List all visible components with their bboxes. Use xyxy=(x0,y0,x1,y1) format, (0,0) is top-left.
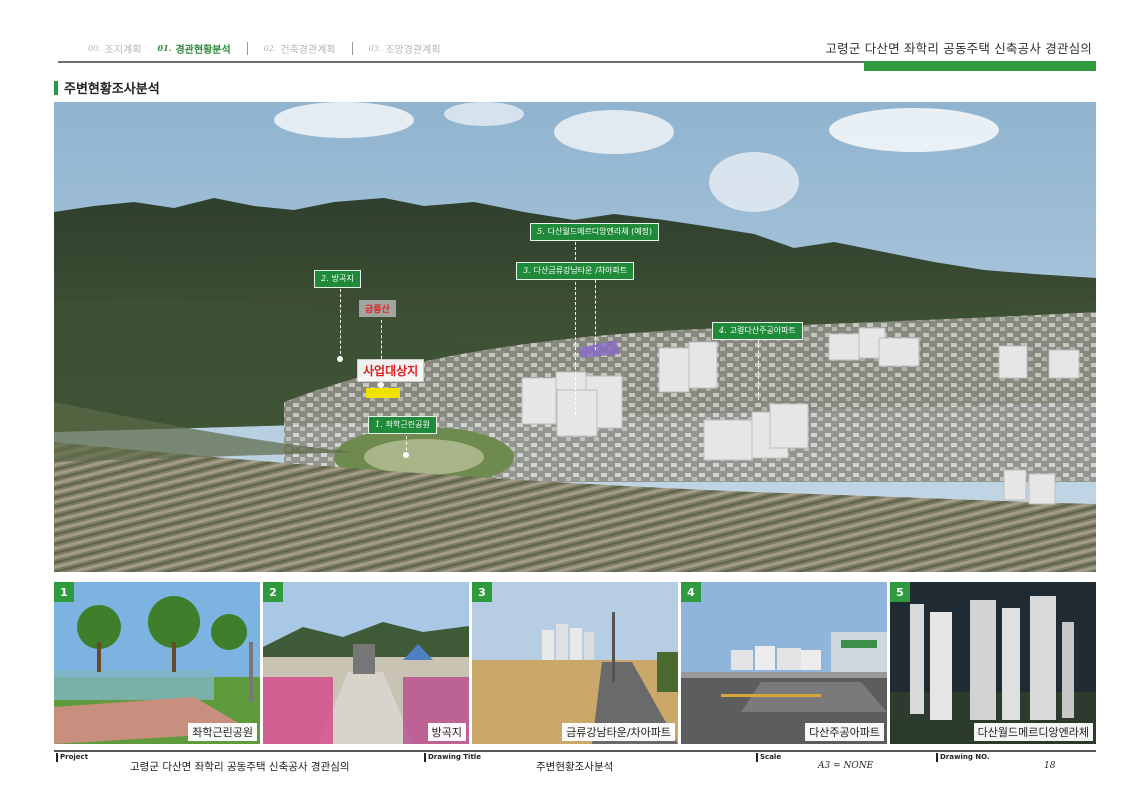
leader-line xyxy=(595,280,596,350)
nav-item-landscape-analysis[interactable]: 01. 경관현황분석 xyxy=(158,41,247,56)
footer-label: Scale xyxy=(756,753,781,762)
label-planned-apartment[interactable]: 5.다산월드메르디앙엔라체 (예정) xyxy=(530,223,660,241)
footer-label: Project xyxy=(56,753,88,762)
photo-jugong-apartment[interactable]: 4 다산주공아파트 xyxy=(681,582,887,744)
photo-number-badge: 1 xyxy=(54,582,74,602)
mountain-label: 금릉산 xyxy=(359,300,396,317)
photo-planned-apartment[interactable]: 5 다산월드메르디앙엔라체 xyxy=(890,582,1096,744)
nav-item-label: 조지계획 xyxy=(104,44,142,56)
label-number: 3. xyxy=(523,266,531,275)
banggokji-photo xyxy=(263,582,469,744)
footer-number-value: 18 xyxy=(1044,761,1056,771)
nav-item-site-plan[interactable]: 00. 조지계획 xyxy=(88,41,158,56)
footer-project-value: 고령군 다산면 좌학리 공동주택 신축공사 경관심의 xyxy=(130,761,350,773)
photo-banggokji[interactable]: 2 방곡지 xyxy=(263,582,469,744)
location-dot xyxy=(403,452,409,458)
nav-item-building-landscape[interactable]: 02. 건축경관계획 xyxy=(264,41,352,56)
photo-caption: 방곡지 xyxy=(427,723,466,741)
location-dot xyxy=(378,382,384,388)
label-text: 다산금류강남타운 /차아파트 xyxy=(533,266,628,275)
section-nav: 00. 조지계획 01. 경관현황분석 02. 건축경관계획 03. 조망경관계… xyxy=(88,40,457,56)
footer-label: Drawing NO. xyxy=(936,753,990,762)
nav-item-number: 02. xyxy=(263,43,277,53)
header-rule xyxy=(58,61,1096,63)
label-banggokji[interactable]: 2.방곡지 xyxy=(314,270,361,288)
nav-item-label: 조망경관계획 xyxy=(385,44,441,56)
label-text: 좌학근린공원 xyxy=(385,420,430,429)
nav-item-number: 03. xyxy=(368,43,382,53)
label-text: 방곡지 xyxy=(331,274,354,283)
section-heading: 주변현황조사분석 xyxy=(54,78,160,97)
nav-item-number: 00. xyxy=(88,43,101,53)
label-jugong-apartment[interactable]: 4.고령다산주공아파트 xyxy=(712,322,803,340)
photo-number-badge: 2 xyxy=(263,582,283,602)
leader-line xyxy=(758,340,759,400)
planned-apartment-photo xyxy=(890,582,1096,744)
project-title: 고령군 다산면 좌학리 공동주택 신축공사 경관심의 xyxy=(825,41,1092,56)
label-text: 고령다산주공아파트 xyxy=(729,326,796,335)
leader-line xyxy=(340,289,341,359)
nav-item-view-landscape[interactable]: 03. 조망경관계획 xyxy=(369,41,457,56)
photo-number-badge: 3 xyxy=(472,582,492,602)
park-photo xyxy=(54,582,260,744)
footer-scale-value: A3 = NONE xyxy=(818,761,874,771)
footer-rule xyxy=(54,750,1096,752)
section-marker xyxy=(54,80,58,95)
label-text: 다산월드메르디앙엔라체 (예정) xyxy=(547,227,653,236)
label-gangnam-town[interactable]: 3.다산금류강남타운 /차아파트 xyxy=(516,262,635,280)
leader-line xyxy=(575,237,576,415)
nav-divider xyxy=(351,41,353,55)
footer-label: Drawing Title xyxy=(424,753,481,762)
photo-caption: 금류강남타운/차아파트 xyxy=(562,723,675,741)
photo-jwahak-park[interactable]: 1 좌학근린공원 xyxy=(54,582,260,744)
jugong-apartment-photo xyxy=(681,582,887,744)
label-number: 2. xyxy=(321,274,329,283)
gangnam-town-photo xyxy=(472,582,678,744)
photo-caption: 다산주공아파트 xyxy=(805,723,884,741)
aerial-view: 5.다산월드메르디앙엔라체 (예정) 3.다산금류강남타운 /차아파트 2.방곡… xyxy=(54,102,1096,572)
label-number: 1. xyxy=(375,420,383,429)
footer-title-value: 주변현황조사분석 xyxy=(536,761,614,773)
nav-divider xyxy=(246,41,248,55)
photo-caption: 다산월드메르디앙엔라체 xyxy=(973,723,1093,741)
label-number: 5. xyxy=(537,227,545,236)
nav-item-number: 01. xyxy=(157,43,172,53)
leader-line xyxy=(406,436,407,456)
footer-drawing-title: Drawing Title 주변현황조사분석 xyxy=(424,753,750,779)
nav-item-label: 건축경관계획 xyxy=(280,44,336,56)
project-site-label: 사업대상지 xyxy=(357,359,425,382)
footer-scale: Scale A3 = NONE xyxy=(756,753,930,779)
photo-number-badge: 4 xyxy=(681,582,701,602)
photo-caption: 좌학근린공원 xyxy=(188,723,257,741)
leader-line xyxy=(381,320,382,384)
label-number: 4. xyxy=(719,326,727,335)
location-dot xyxy=(337,356,343,362)
label-jwahak-park[interactable]: 1.좌학근린공원 xyxy=(368,416,437,434)
photo-gangnam-town[interactable]: 3 금류강남타운/차아파트 xyxy=(472,582,678,744)
photo-number-badge: 5 xyxy=(890,582,910,602)
footer-drawing-number: Drawing NO. 18 xyxy=(936,753,1096,779)
header-accent-bar xyxy=(864,61,1096,71)
footer-project: Project 고령군 다산면 좌학리 공동주택 신축공사 경관심의 xyxy=(56,753,418,779)
nav-item-label: 경관현황분석 xyxy=(175,44,231,56)
section-title: 주변현황조사분석 xyxy=(64,82,160,97)
